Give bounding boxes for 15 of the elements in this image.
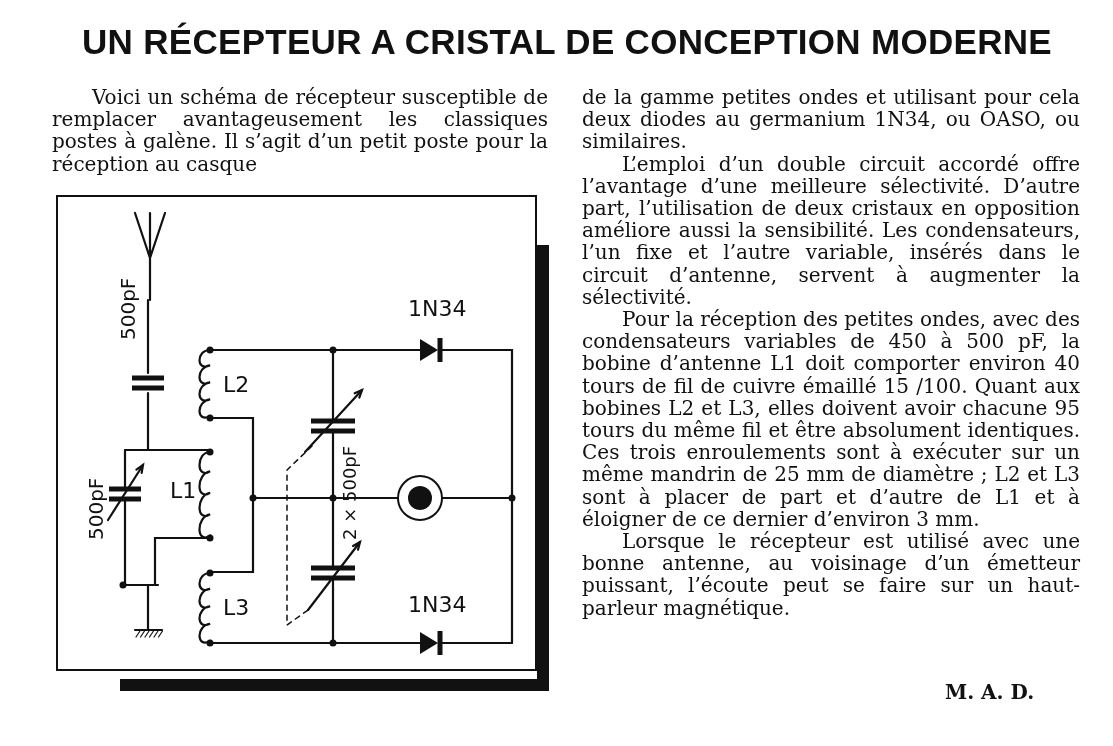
- capacitor-label: 2 × 500pF: [341, 445, 359, 540]
- body-paragraph: Lorsque le récepteur est utilisé avec une bonne antenne, au voisinage d’un émetteur puissant, l’écoute peut se faire sur un haut-parleur magnétique.: [582, 530, 1080, 619]
- coil-label: L1: [170, 480, 197, 502]
- capacitor-label: 500pF: [118, 277, 138, 340]
- body-paragraph: Voici un schéma de récepteur susceptible de remplacer avantageusement les classiques postes à galène. Il s’agit d’un petit poste pour la réception au casque: [52, 86, 548, 175]
- capacitor-label: 500pF: [86, 477, 106, 540]
- body-paragraph: de la gamme petites ondes et utilisant pour cela deux diodes au germanium 1N34, ou OASO, ou similaires.: [582, 86, 1080, 153]
- diode-label: 1N34: [408, 594, 467, 616]
- author-signature: M. A. D.: [945, 680, 1035, 704]
- body-paragraph: Pour la réception des petites ondes, avec des condensateurs variables de 450 à 500 pF, la bobine d’antenne L1 doit comporter environ 40 tours de fil de cuivre émaillé 15 /100. Quant aux bobines L2 et L3, elles doivent avoir chacune 95 tours du même fil et être absolument identiques. Ces trois enroulements sont à exécuter sur un même mandrin de 25 mm de diamètre ; L2 et L3 sont à placer de part et d’autre de L1 et à éloigner de ce dernier d’environ 3 mm.: [582, 308, 1080, 531]
- coil-label: L2: [223, 374, 250, 396]
- diode-label: 1N34: [408, 298, 467, 320]
- coil-label: L3: [223, 597, 250, 619]
- title-heading: UN RÉCEPTEUR A CRISTAL DE CONCEPTION MODERNE: [81, 22, 1053, 62]
- body-paragraph: L’emploi d’un double circuit accordé offre l’avantage d’une meilleure sélectivité. D’autre part, l’utilisation de deux cristaux en opposition améliore aussi la sensibilité. Les condensateurs, l’un fixe et l’autre variable, insérés dans le circuit d’antenne, servent à augmenter la sélectivité.: [582, 152, 1080, 309]
